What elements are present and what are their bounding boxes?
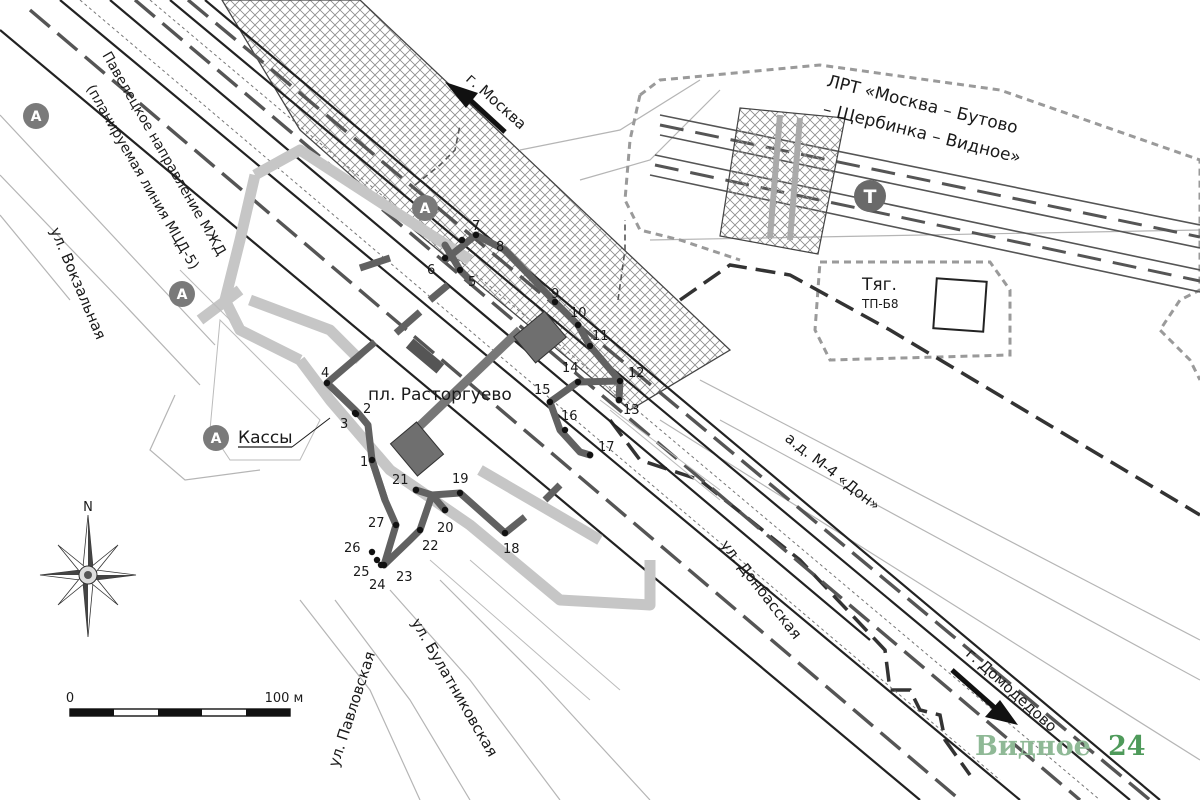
bus-stop-letter: А xyxy=(420,201,431,217)
compass-rose: N xyxy=(39,500,137,638)
watermark-logo: Видное 24 xyxy=(975,731,1146,762)
route-point-label: 13 xyxy=(623,403,640,418)
route-point-dot xyxy=(574,321,582,329)
route-point-dot xyxy=(472,231,480,239)
route-point-dot xyxy=(416,526,424,534)
route-point-dot xyxy=(501,529,509,537)
route-point-dot xyxy=(586,451,594,459)
route-point-label: 3 xyxy=(340,417,348,432)
road-m4-boundary xyxy=(608,263,1200,777)
scale-end-label: 100 м xyxy=(265,691,304,706)
ticket-office-label: Кассы xyxy=(238,428,293,448)
street-bulatnikovskaya-label: ул. Булатниковская xyxy=(408,615,502,760)
route-point-label: 19 xyxy=(452,472,469,487)
station-building xyxy=(389,310,567,477)
route-crossings xyxy=(324,254,563,536)
route-point-dot xyxy=(412,486,420,494)
lrt-depot xyxy=(623,63,1200,381)
bus-stop-letter: А xyxy=(31,109,42,125)
bus-stop-3[interactable]: А xyxy=(203,425,229,451)
route-point-label: 20 xyxy=(437,521,454,536)
route-point-dot xyxy=(373,556,381,564)
watermark-number: 24 xyxy=(1108,731,1146,762)
tram-stop-letter: Т xyxy=(864,186,877,208)
bus-stop-letter: А xyxy=(177,287,188,303)
route-point-label: 22 xyxy=(422,539,439,554)
route-point-label: 21 xyxy=(392,473,409,488)
route-point-markers xyxy=(323,231,624,569)
route-point-label: 25 xyxy=(353,565,370,580)
route-point-dot xyxy=(323,379,331,387)
route-point-label: 12 xyxy=(628,366,645,381)
pedestrian-link xyxy=(414,124,626,301)
route-point-label: 6 xyxy=(427,263,435,278)
route-point-label: 8 xyxy=(496,240,504,255)
route-point-label: 18 xyxy=(503,542,520,557)
route-point-dot xyxy=(551,298,559,306)
route-point-label: 9 xyxy=(551,287,559,302)
route-point-label: 15 xyxy=(534,383,551,398)
route-point-label: 17 xyxy=(598,440,615,455)
station-label: пл. Расторгуево xyxy=(368,385,512,405)
route-point-dot xyxy=(586,342,594,350)
route-point-label: 5 xyxy=(468,275,476,290)
route-point-dot xyxy=(352,410,360,418)
route-point-label: 23 xyxy=(396,570,413,585)
streets-background xyxy=(0,79,1200,800)
route-point-label: 16 xyxy=(561,409,578,424)
watermark-text: Видное xyxy=(975,731,1091,762)
bus-stop-letter: А xyxy=(211,431,222,447)
railway-tracks xyxy=(0,0,1161,800)
route-point-label: 2 xyxy=(363,402,371,417)
substation-label-1: Тяг. xyxy=(861,275,897,295)
route-point-dot xyxy=(615,396,623,404)
station-structures xyxy=(196,144,656,611)
route-point-dot xyxy=(574,378,582,386)
station-details xyxy=(179,269,721,701)
bus-stop-4[interactable]: А xyxy=(412,195,438,221)
route-point-label: 14 xyxy=(562,361,579,376)
route-point-label: 11 xyxy=(592,329,609,344)
route-point-dot xyxy=(561,426,569,434)
compass-north-label: N xyxy=(83,500,93,515)
substation-label-2: ТП-Б8 xyxy=(861,297,899,311)
bus-stop-2[interactable]: А xyxy=(169,281,195,307)
bus-stop-1[interactable]: А xyxy=(23,103,49,129)
route-point-dot xyxy=(368,548,376,556)
route-point-dot xyxy=(458,236,466,244)
route-point-dot xyxy=(441,506,449,514)
route-point-dot xyxy=(546,398,554,406)
tram-stop[interactable]: Т xyxy=(854,180,886,212)
route-point-dot xyxy=(368,456,376,464)
route-point-labels: 1234567891011121314151617181920212223242… xyxy=(321,219,645,593)
route-point-dot xyxy=(377,561,385,569)
scale-bar: 0 100 м xyxy=(66,691,304,717)
arrow-to-domodedovo xyxy=(950,668,1018,725)
route-point-dot xyxy=(456,489,464,497)
route-point-dot xyxy=(441,254,449,262)
route-point-label: 4 xyxy=(321,366,329,381)
route-point-dot xyxy=(456,266,464,274)
arrow-to-moscow xyxy=(445,82,507,134)
hatched-zone xyxy=(221,0,732,411)
route-point-label: 10 xyxy=(570,306,587,321)
route-point-dot xyxy=(616,377,624,385)
ticket-office-leader xyxy=(291,417,331,448)
route-point-label: 27 xyxy=(368,516,385,531)
route-point-dot xyxy=(392,521,400,529)
route-point-label: 26 xyxy=(344,541,361,556)
route-point-label: 1 xyxy=(360,455,368,470)
street-donbasskaya-label: ул. Донбасская xyxy=(717,536,806,642)
route-point-label: 7 xyxy=(472,219,480,234)
scale-start-label: 0 xyxy=(66,691,74,706)
route-point-label: 24 xyxy=(369,578,386,593)
road-m4-label: а.д. М-4 «Дон» xyxy=(782,429,884,514)
